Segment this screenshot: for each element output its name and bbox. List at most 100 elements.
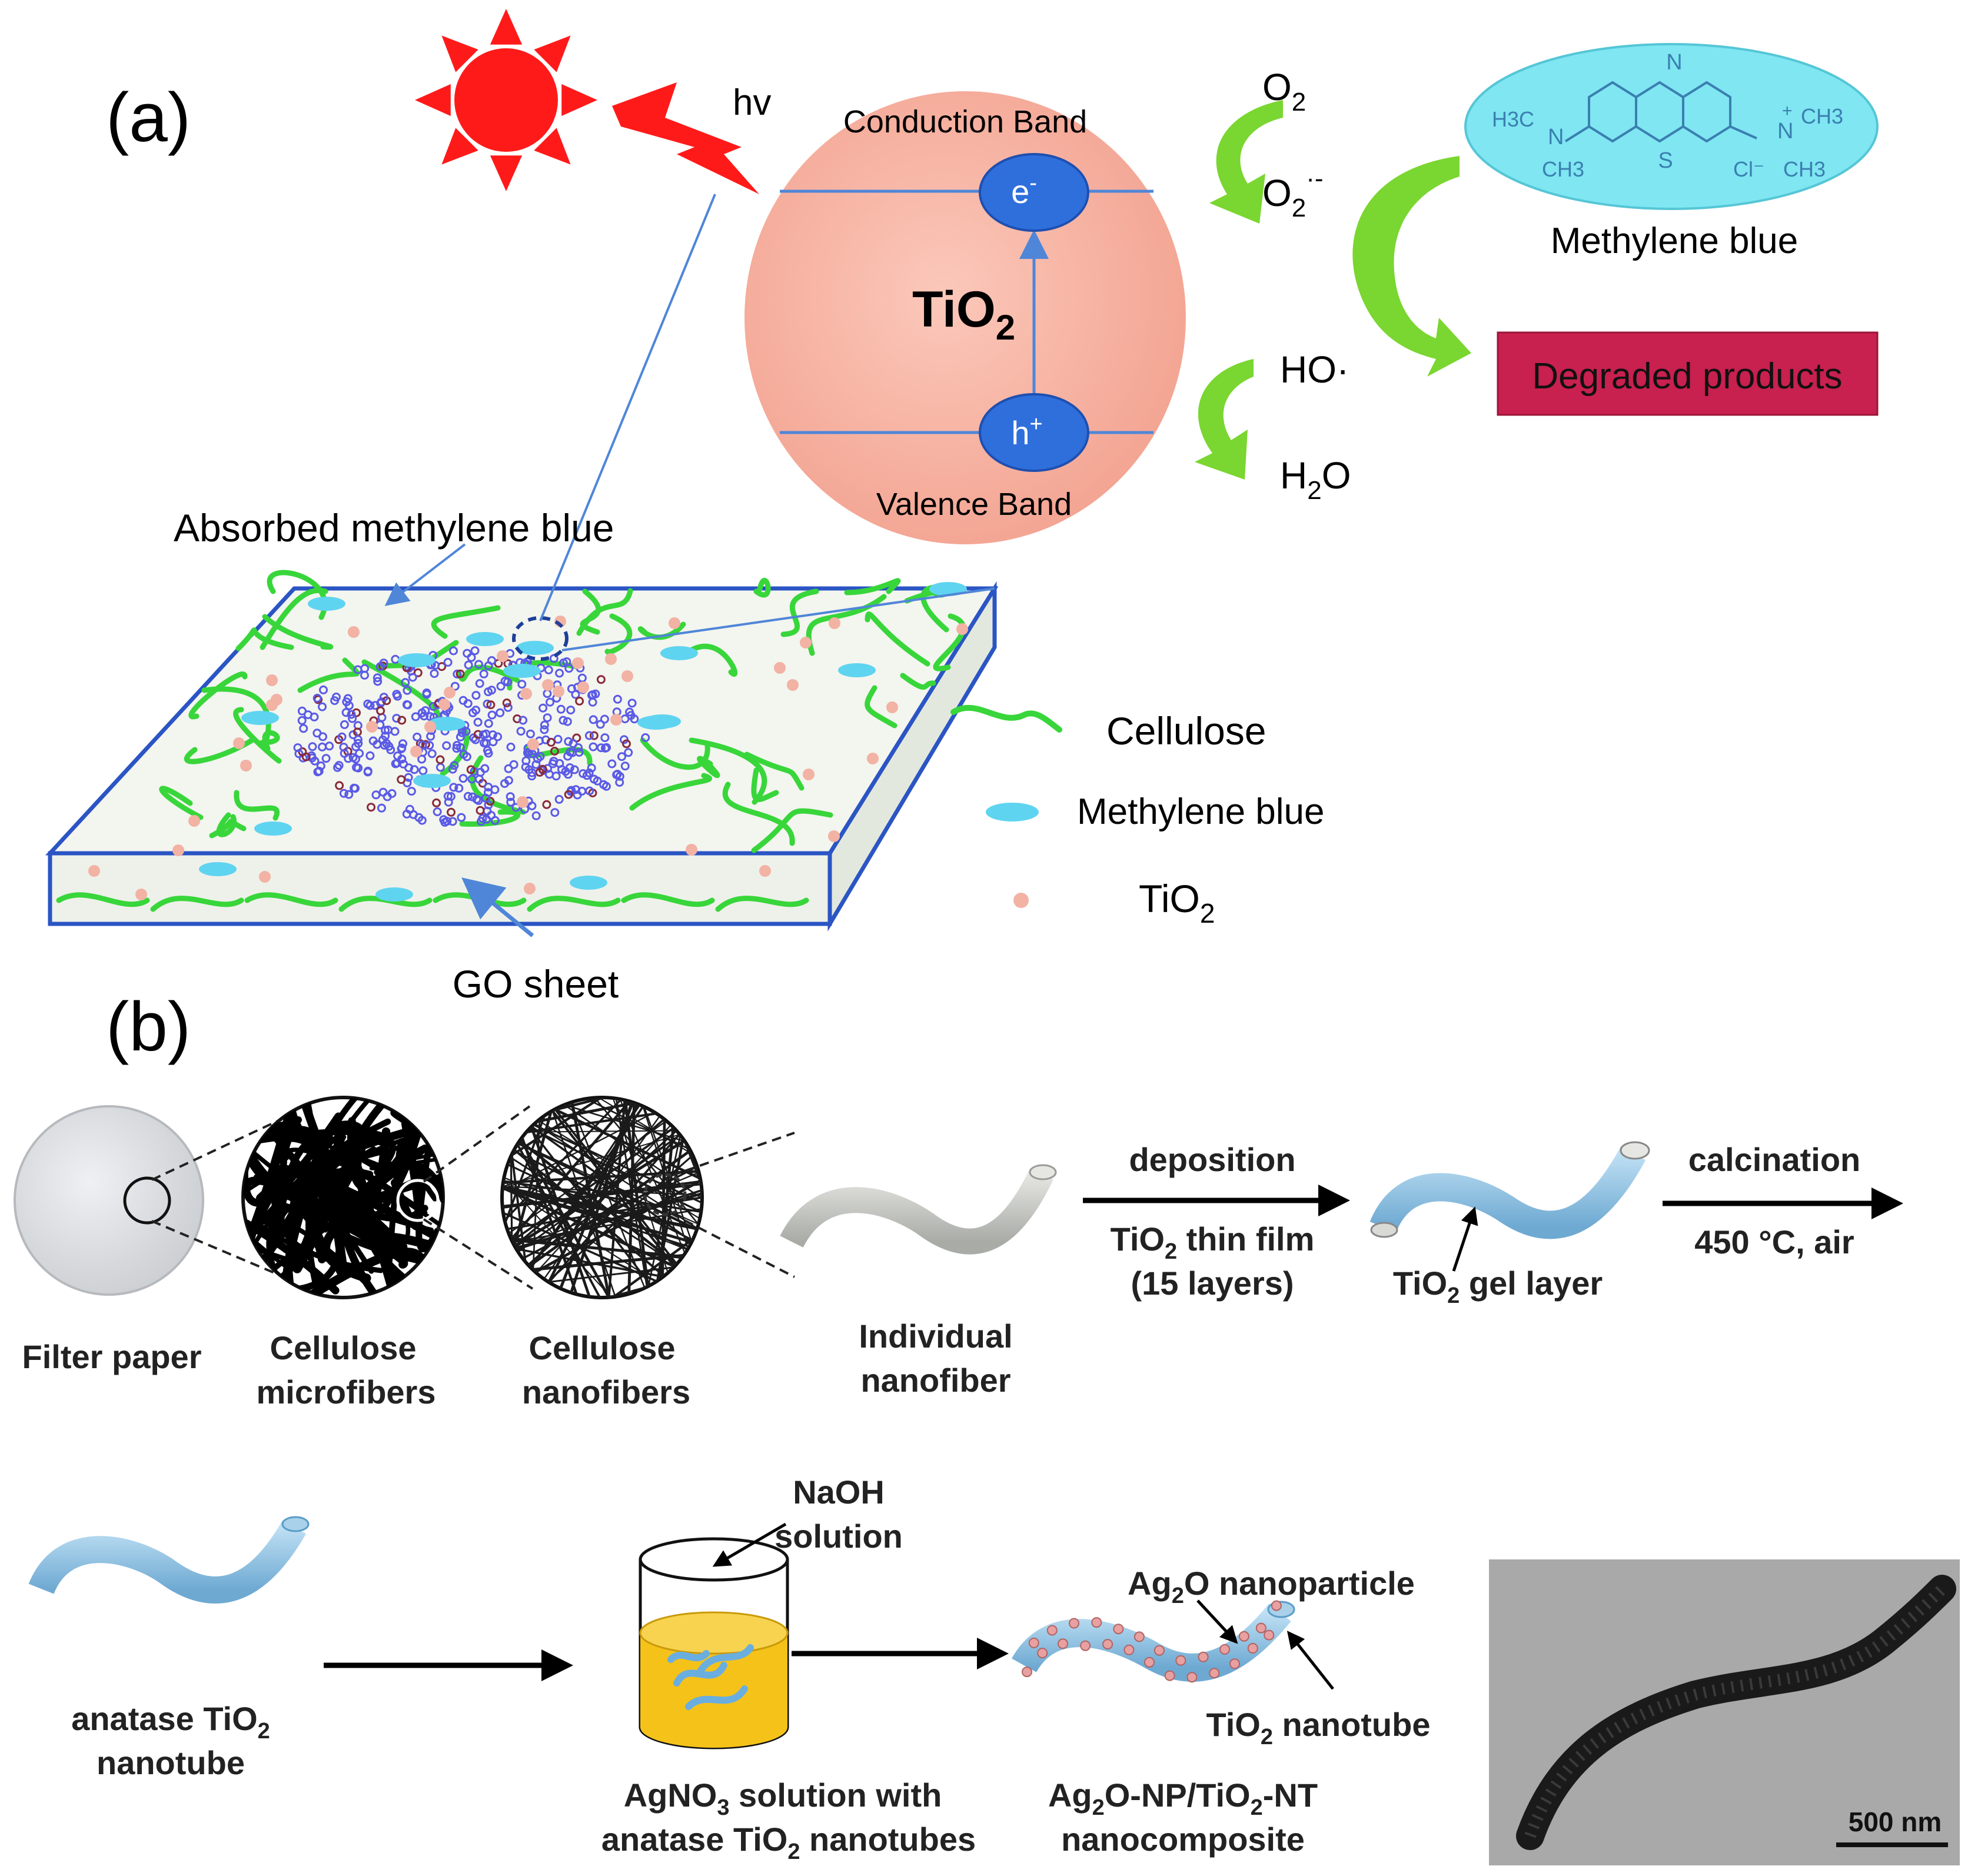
go-atom [458,696,468,705]
cellulose-fiber [159,786,204,820]
nanofiber [525,1097,547,1298]
tio2-dot [366,721,378,733]
ag2o-particle [1255,1622,1266,1634]
go-atom [378,787,388,797]
ag2o-particle [1046,1625,1058,1636]
go-atom [353,735,363,744]
methylene-blue-dot [838,663,876,677]
sun-ray [534,128,571,165]
go-atom [527,801,537,810]
go-atom [417,754,427,764]
water-sub: 2 [1307,476,1321,505]
lightning-icon [612,82,759,194]
go-atom [443,658,453,667]
nanofiber [502,1131,702,1263]
go-atom [325,741,334,751]
svg-text:TiO2: TiO2 [1139,877,1215,929]
cellulose-fiber [640,737,710,770]
panel-b: (b) Filter paper Cellulose microfibers C… [14,988,1960,1865]
ag2o-label-sub: 2 [1172,1584,1184,1608]
molecule-right-ch3-top: CH3 [1801,104,1843,128]
cellulose-fiber [900,673,936,690]
agno3-label-c: anatase TiO [601,1821,787,1858]
deposition-label: deposition [1129,1141,1295,1178]
go-atom [375,662,385,671]
nanofiber [602,1097,702,1298]
cellulose-fiber [865,611,930,667]
methylene-blue-dot [643,714,681,729]
nanofiber-end [1029,1164,1057,1180]
water-o: O [1322,454,1351,497]
nanofiber [502,1117,702,1298]
tio2-dot [803,769,815,780]
nanofiber [502,1097,545,1298]
go-atom [351,784,360,793]
go-atom [589,715,598,724]
anatase-label-sub: 2 [258,1719,270,1744]
zoom-dash-6 [670,1212,795,1278]
nanofiber [697,1097,702,1298]
go-atom [347,710,356,719]
cellulose-fiber [689,737,767,805]
go-atom [402,809,411,819]
legend-mb-swatch [986,803,1039,821]
go-atom [408,673,417,682]
zoom-dash-5 [670,1132,795,1177]
methylene-blue-dot [570,876,607,890]
tio2-dot [266,674,278,686]
go-atom [342,697,351,707]
go-atom [313,767,323,777]
go-atom [379,693,388,702]
go-atom [516,727,526,736]
go-atom [538,764,547,774]
tio2-dot [572,657,584,669]
go-atom [500,779,509,788]
go-atom [563,717,572,726]
agno3-label-sub2: 2 [787,1840,800,1864]
svg-text:TiO2: TiO2 [912,281,1015,347]
go-atom [550,747,559,756]
go-atom [360,664,370,673]
microfiber [271,1168,384,1273]
nanofiber [502,1157,702,1222]
go-atom [321,754,331,763]
go-atom [430,669,439,678]
nanofiber [502,1097,702,1298]
go-atom [403,686,412,695]
tio2-dot [410,746,422,757]
molecule-right-ch3-bottom: CH3 [1783,157,1826,181]
legend-tio2-swatch [1013,893,1029,908]
ag2o-particle [1037,1648,1048,1659]
naoh-label-2: solution [774,1518,903,1555]
sun-ray [441,35,478,72]
tio2-dot [233,737,245,749]
electron-charge: - [1029,171,1037,195]
go-atom [641,733,650,742]
molecule-counterion: Cl⁻ [1733,157,1764,181]
ag2o-particle [1102,1639,1113,1650]
cellulose-fiber [201,686,271,750]
go-atom [340,720,349,729]
go-atom [344,754,353,763]
scale-bar-label: 500 nm [1849,1807,1942,1837]
go-atom [413,668,423,677]
ag2o-particle [1058,1638,1068,1649]
panel-a-label: (a) [106,79,191,157]
cellulose-fiber [751,808,833,853]
legend: Cellulose Methylene blue TiO2 [950,704,1325,929]
go-atom [452,744,461,753]
go-atom [564,790,573,799]
go-atom [413,733,422,741]
zoom-dash-3 [423,1105,531,1183]
tio2nt-label-b: nanotube [1273,1706,1431,1743]
go-atom [600,733,610,743]
go-atom [464,660,473,670]
nanofiber [502,1097,702,1298]
ag2o-particle [1113,1624,1124,1635]
composite-label-a: Ag [1048,1777,1092,1814]
tio2-dot [517,796,528,808]
cellulose-fiber [209,819,247,839]
zoom-line [561,587,995,651]
agno3-label-sub: 3 [717,1795,729,1820]
nanofiber [502,1129,702,1134]
